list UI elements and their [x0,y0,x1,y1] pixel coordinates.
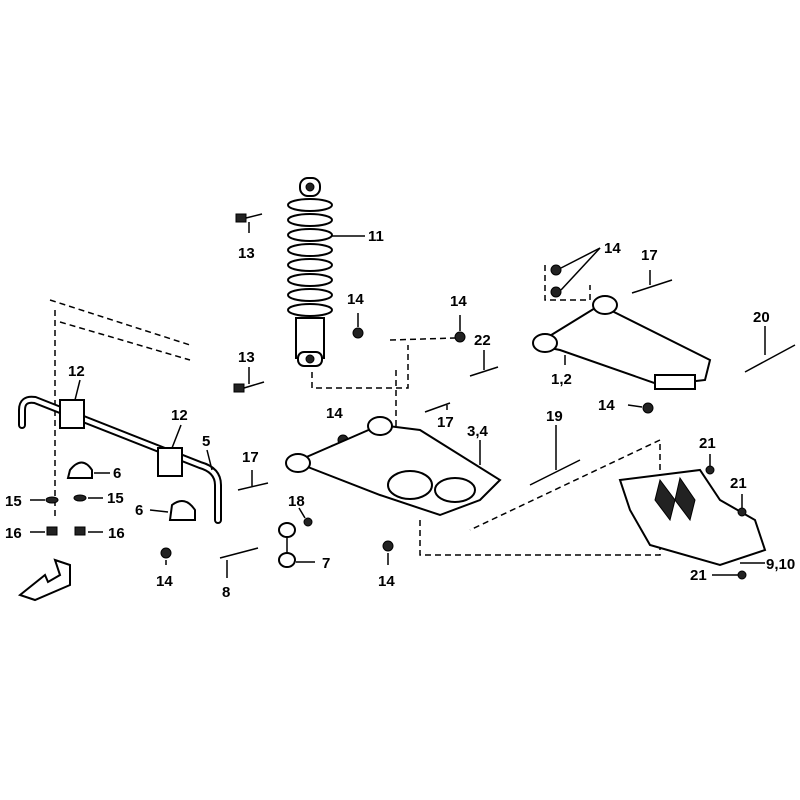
shock-absorber-11 [287,177,333,367]
bracket-6-upper [66,461,93,479]
bolt-17-left [237,482,269,491]
bushing-12-left [59,399,85,429]
label-18: 18 [288,493,305,510]
washer-18 [303,517,313,527]
label-22: 22 [474,332,491,349]
label-14: 14 [347,291,364,308]
label-12: 12 [68,363,85,380]
label-8: 8 [222,584,230,601]
label-14: 14 [156,573,173,590]
label-14: 14 [604,240,621,257]
label-6: 6 [135,502,143,519]
callout-labels: 11 13 13 14 14 14 14 14 14 14 17 17 17 2… [5,228,795,601]
label-20: 20 [753,309,770,326]
label-15: 15 [107,490,124,507]
label-3-4: 3,4 [467,423,489,440]
lower-arm-3-4 [285,416,502,517]
front-direction-arrow-icon [17,558,71,602]
label-16: 16 [108,525,125,542]
label-6: 6 [113,465,121,482]
stabilizer-bar-5 [18,395,222,524]
label-7: 7 [322,555,330,572]
bolt-22 [469,366,499,377]
label-11: 11 [368,228,384,245]
label-21: 21 [690,567,707,584]
bolt-20 [744,344,796,373]
upper-arm-1-2 [532,295,712,390]
bolt-17-upper [631,279,673,294]
bracket-6-lower [168,500,196,521]
label-21: 21 [730,475,747,492]
label-16: 16 [5,525,22,542]
label-15: 15 [5,493,22,510]
rod-19 [529,459,581,486]
label-21: 21 [699,435,716,452]
nuts-14 [160,264,654,559]
label-13: 13 [238,245,255,262]
bolt-13-lower [233,381,265,393]
bolt-13-upper [235,213,263,223]
label-17: 17 [437,414,454,431]
skid-plate-9-10 [618,468,767,567]
bushing-12-right [157,447,183,477]
label-14: 14 [378,573,395,590]
label-14: 14 [598,397,615,414]
label-14: 14 [326,405,343,422]
label-14: 14 [450,293,467,310]
stabilizer-link-7 [278,522,296,568]
label-9-10: 9,10 [766,556,795,573]
label-17: 17 [242,449,259,466]
label-12: 12 [171,407,188,424]
label-13: 13 [238,349,255,366]
label-5: 5 [202,433,210,450]
label-1-2: 1,2 [551,371,572,388]
bolts-21 [705,465,747,580]
bolt-8 [219,547,259,559]
bolt-17-mid [424,402,451,413]
label-19: 19 [546,408,563,425]
label-17: 17 [641,247,658,264]
